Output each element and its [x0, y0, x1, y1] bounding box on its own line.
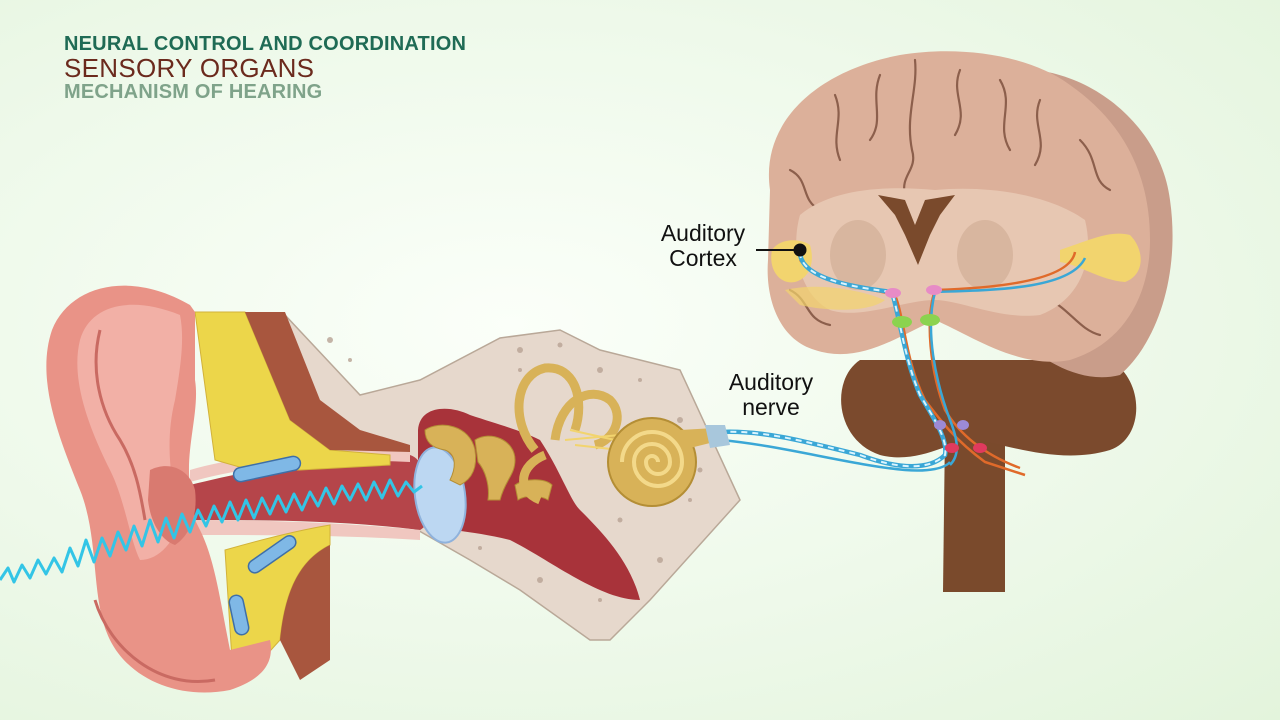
- vessel-3: [228, 594, 250, 636]
- helix-fold: [94, 329, 147, 521]
- auditory-nerve-label-line1: Auditory: [728, 369, 814, 395]
- brain: [767, 51, 1173, 592]
- skin-layer: [245, 312, 410, 452]
- auditory-cortex-pointer: [756, 243, 807, 257]
- sound-wave: [0, 478, 423, 584]
- auditory-cortex-label-line1: Auditory: [660, 220, 746, 246]
- malleus: [424, 424, 477, 486]
- auditory-pathway: [719, 251, 1087, 477]
- ventricles: [878, 195, 955, 265]
- section-title: MECHANISM OF HEARING: [64, 81, 323, 103]
- auditory-cortex-label-line2: Cortex: [669, 245, 737, 271]
- incus: [474, 435, 516, 501]
- chapter-title: SENSORY ORGANS: [64, 53, 315, 83]
- ear-cross-section: [46, 285, 741, 693]
- auditory-cortex-label: Auditory Cortex: [652, 221, 754, 271]
- auditory-cortex-right: [1060, 233, 1141, 282]
- vessel-2: [247, 535, 297, 574]
- vessel-1: [232, 455, 302, 483]
- temporal-band-left: [785, 286, 885, 310]
- auditory-nerve-lower: [719, 438, 951, 472]
- lobule: [93, 599, 216, 683]
- auditory-nerve-label: Auditory nerve: [716, 370, 826, 420]
- brainstem: [943, 430, 1005, 592]
- auditory-nerve-label-line2: nerve: [742, 394, 800, 420]
- concha: [148, 466, 196, 545]
- eardrum: [413, 446, 467, 544]
- topic-title: NEURAL CONTROL AND COORDINATION: [64, 33, 467, 55]
- title-block: NEURAL CONTROL AND COORDINATION SENSORY …: [64, 33, 466, 103]
